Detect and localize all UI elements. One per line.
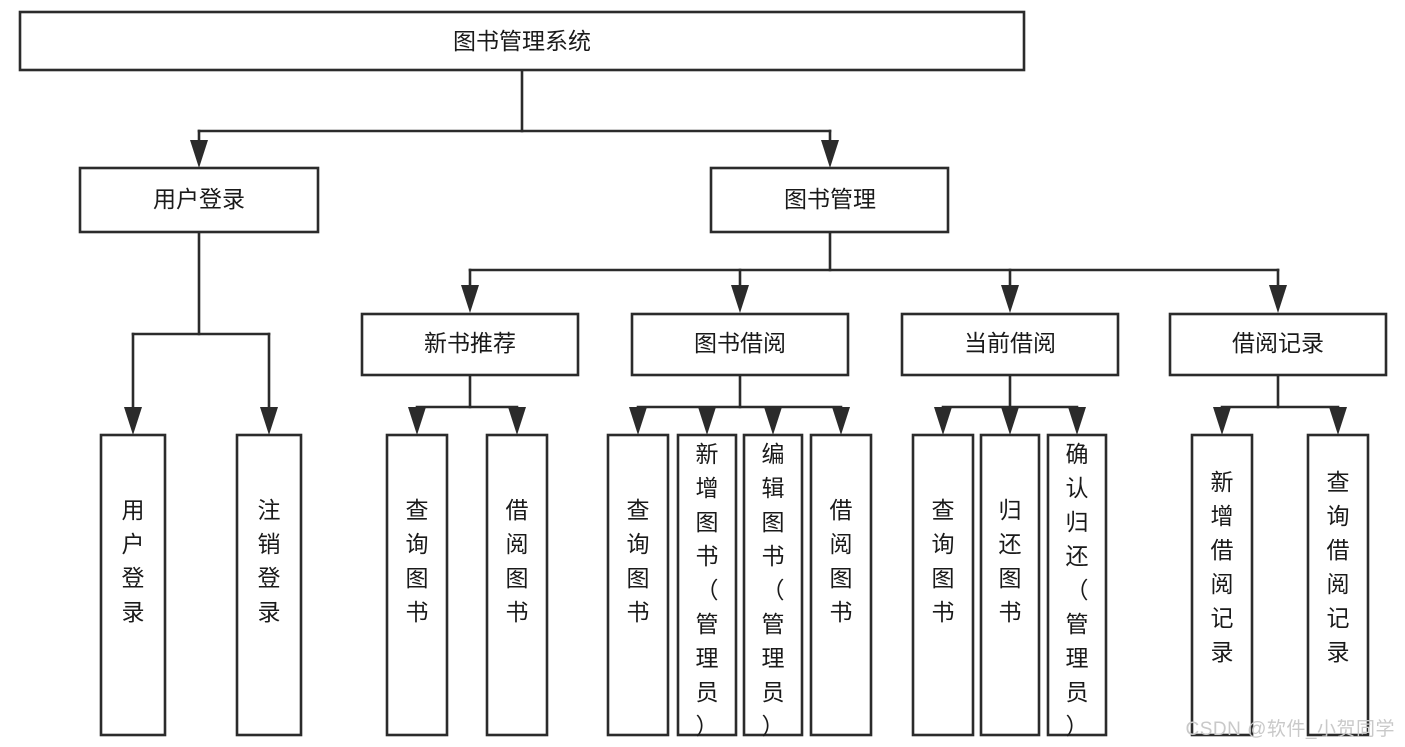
arrowhead-leaf-query-record — [1329, 407, 1347, 435]
node-leaf-logout-label: 注销登录 — [258, 497, 281, 625]
node-leaf-borrow-book-1[interactable]: 借阅图书 — [485, 433, 549, 737]
node-leaf-add-book[interactable]: 新增图书（管理员） — [676, 433, 738, 739]
node-leaf-return-book-box[interactable] — [979, 433, 1041, 737]
node-leaf-query-book-1[interactable]: 查询图书 — [385, 433, 449, 737]
node-leaf-query-record[interactable]: 查询借阅记录 — [1306, 433, 1370, 737]
node-leaf-edit-book-label: 编辑图书（管理员） — [762, 441, 785, 739]
arrowhead-to-records — [1269, 285, 1287, 313]
node-leaf-add-record-box[interactable] — [1190, 433, 1254, 737]
arrowhead-leaf-user-login — [124, 407, 142, 435]
node-leaf-confirm-return-label: 确认归还（管理员） — [1066, 441, 1089, 739]
arrowhead-leaf-q1 — [408, 407, 426, 435]
node-leaf-borrow-book-2-box[interactable] — [809, 433, 873, 737]
csdn-watermark: CSDN @软件_小贺同学 — [1185, 719, 1395, 740]
node-leaf-borrow-book-1-label: 借阅图书 — [506, 497, 529, 625]
node-leaf-query-record-label: 查询借阅记录 — [1327, 469, 1350, 665]
node-leaf-edit-book-box[interactable] — [742, 433, 804, 737]
arrowhead-to-book-mgmt — [821, 140, 839, 168]
node-leaf-query-book-3[interactable]: 查询图书 — [911, 433, 975, 737]
node-root[interactable]: 图书管理系统 — [18, 10, 1026, 72]
node-book-management[interactable]: 图书管理 — [709, 166, 950, 234]
arrowhead-to-borrow — [731, 285, 749, 313]
node-borrow-records[interactable]: 借阅记录 — [1168, 312, 1388, 377]
node-new-book-recommend[interactable]: 新书推荐 — [360, 312, 580, 377]
edge-group-bookmgmt-to-level3 — [461, 230, 1287, 313]
node-leaf-add-record[interactable]: 新增借阅记录 — [1190, 433, 1254, 737]
arrowhead-leaf-add-record — [1213, 407, 1231, 435]
node-leaf-borrow-book-2[interactable]: 借阅图书 — [809, 433, 873, 737]
node-leaf-borrow-book-2-label: 借阅图书 — [830, 497, 853, 625]
node-leaf-query-book-2[interactable]: 查询图书 — [606, 433, 670, 737]
node-leaf-add-book-box[interactable] — [676, 433, 738, 737]
node-leaf-user-login-box[interactable] — [99, 433, 167, 737]
node-leaf-return-book-label: 归还图书 — [999, 497, 1022, 625]
arrowhead-leaf-logout — [260, 407, 278, 435]
node-current-borrow-label: 当前借阅 — [964, 330, 1056, 356]
arrowhead-to-user-login — [190, 140, 208, 168]
node-new-book-recommend-box[interactable] — [360, 312, 580, 377]
edge-group-current-to-leaves — [934, 373, 1086, 435]
node-book-borrow-label: 图书借阅 — [694, 330, 786, 356]
node-leaf-query-record-box[interactable] — [1306, 433, 1370, 737]
arrowhead-leaf-q2 — [629, 407, 647, 435]
node-leaf-query-book-3-box[interactable] — [911, 433, 975, 737]
arrowhead-leaf-edit-book — [764, 407, 782, 435]
node-borrow-records-box[interactable] — [1168, 312, 1388, 377]
node-borrow-records-label: 借阅记录 — [1232, 330, 1324, 356]
node-leaf-borrow-book-1-box[interactable] — [485, 433, 549, 737]
arrowhead-to-new-rec — [461, 285, 479, 313]
node-leaf-add-record-label: 新增借阅记录 — [1211, 469, 1234, 665]
node-leaf-confirm-return[interactable]: 确认归还（管理员） — [1046, 433, 1108, 739]
node-leaf-confirm-return-box[interactable] — [1046, 433, 1108, 737]
node-leaf-query-book-1-label: 查询图书 — [406, 497, 429, 625]
edge-group-userlogin-to-leaves — [124, 230, 278, 435]
arrowhead-leaf-confirm-return — [1068, 407, 1086, 435]
node-book-management-box[interactable] — [709, 166, 950, 234]
edge-group-newrec-to-leaves — [408, 373, 526, 435]
arrowhead-leaf-q3 — [934, 407, 952, 435]
arrowhead-leaf-return — [1001, 407, 1019, 435]
edge-group-root-to-level2 — [190, 68, 839, 168]
node-root-label: 图书管理系统 — [453, 28, 591, 54]
arrowhead-to-current — [1001, 285, 1019, 313]
node-book-borrow[interactable]: 图书借阅 — [630, 312, 850, 377]
node-book-borrow-box[interactable] — [630, 312, 850, 377]
node-leaf-logout[interactable]: 注销登录 — [235, 433, 303, 737]
node-book-management-label: 图书管理 — [784, 186, 876, 212]
node-leaf-query-book-2-label: 查询图书 — [627, 497, 650, 625]
node-leaf-query-book-2-box[interactable] — [606, 433, 670, 737]
node-new-book-recommend-label: 新书推荐 — [424, 330, 516, 356]
node-leaf-query-book-1-box[interactable] — [385, 433, 449, 737]
node-user-login-label: 用户登录 — [153, 186, 245, 212]
node-user-login-box[interactable] — [78, 166, 320, 234]
edge-group-records-to-leaves — [1213, 373, 1347, 435]
node-current-borrow-box[interactable] — [900, 312, 1120, 377]
node-leaf-user-login[interactable]: 用户登录 — [99, 433, 167, 737]
node-root-box[interactable] — [18, 10, 1026, 72]
node-leaf-add-book-label: 新增图书（管理员） — [696, 441, 719, 739]
node-leaf-query-book-3-label: 查询图书 — [932, 497, 955, 625]
node-leaf-edit-book[interactable]: 编辑图书（管理员） — [742, 433, 804, 739]
node-leaf-return-book[interactable]: 归还图书 — [979, 433, 1041, 737]
edge-group-borrow-to-leaves — [629, 373, 850, 435]
arrowhead-leaf-add-book — [698, 407, 716, 435]
arrowhead-leaf-b2 — [832, 407, 850, 435]
node-user-login[interactable]: 用户登录 — [78, 166, 320, 234]
node-leaf-logout-box[interactable] — [235, 433, 303, 737]
arrowhead-leaf-b1 — [508, 407, 526, 435]
node-current-borrow[interactable]: 当前借阅 — [900, 312, 1120, 377]
node-leaf-user-login-label: 用户登录 — [122, 497, 145, 625]
